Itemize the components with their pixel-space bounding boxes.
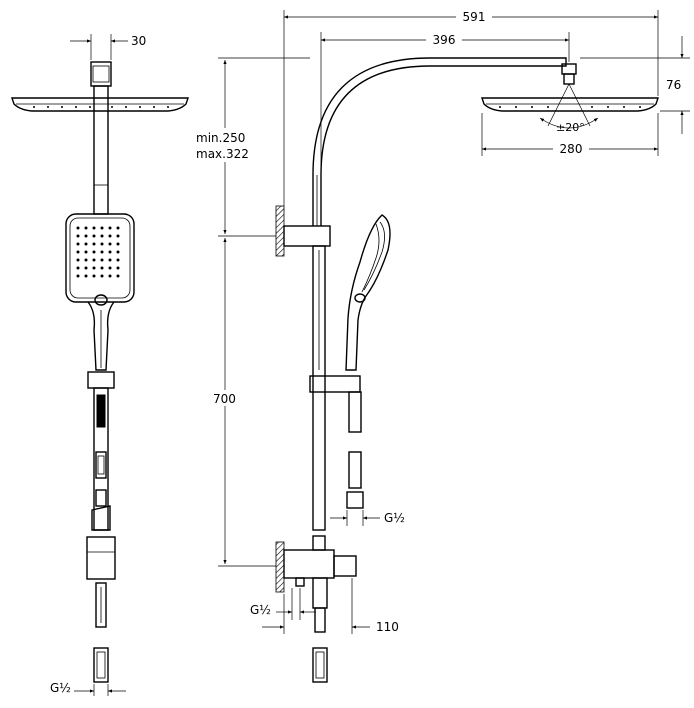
lower-wall-bracket — [275, 541, 285, 593]
side-inlet-fitting — [295, 577, 305, 587]
dimension-bar-height-label: 700 — [213, 392, 236, 406]
side-hose-nut — [346, 491, 364, 509]
front-upper-tube — [93, 85, 109, 215]
dimension-head-diameter: 280 — [481, 113, 659, 156]
dimension-head-height-label: 76 — [666, 78, 681, 92]
side-view — [275, 57, 659, 683]
dimension-wall-offset: 110 — [262, 578, 399, 634]
front-diverter-body — [86, 536, 116, 580]
side-bottom-fitting — [312, 647, 328, 683]
front-bottom-fitting — [93, 647, 109, 683]
dimension-arm-reach: 396 — [320, 31, 570, 170]
front-view — [11, 61, 189, 683]
dimension-thread-bottom-label: G½ — [50, 681, 71, 695]
dimension-thread-side: G½ — [330, 510, 405, 526]
dimension-top-width-label: 30 — [131, 34, 146, 48]
dimension-arm-reach-label: 396 — [433, 33, 456, 47]
dimension-head-height: 76 — [580, 36, 690, 134]
side-diverter-knob — [333, 555, 357, 577]
side-outlet-fitting — [312, 577, 328, 609]
front-head-nozzles — [33, 106, 169, 108]
side-diverter-body — [283, 549, 335, 579]
side-hand-shower — [345, 214, 391, 371]
dimension-total-reach-label: 591 — [463, 10, 486, 24]
dimension-adjust-max-label: max.322 — [196, 147, 249, 161]
side-hose-lower — [348, 451, 362, 489]
upper-wall-bracket — [275, 205, 285, 257]
dimension-top-width: 30 — [70, 34, 146, 60]
dimension-bar-height: 700 — [211, 238, 276, 567]
dimension-head-diameter-label: 280 — [560, 142, 583, 156]
curved-shower-arm — [312, 57, 567, 226]
upper-bar-clamp — [283, 225, 331, 247]
side-slider-holder — [309, 375, 361, 393]
dimension-thread-side-label: G½ — [384, 511, 405, 525]
dimension-total-reach: 591 — [283, 8, 659, 206]
side-overhead-shower-head — [481, 97, 659, 112]
dimension-thread-front-label: G½ — [250, 603, 271, 617]
dimension-adjust-min-label: min.250 — [196, 131, 245, 145]
dimension-thread-bottom: G½ — [50, 681, 126, 696]
front-selector-button — [94, 294, 108, 306]
dimension-height-adjust: min.250 max.322 — [194, 57, 310, 237]
dimension-thread-front: G½ — [250, 588, 316, 620]
dimension-head-tilt-label: ±20° — [556, 121, 585, 134]
side-vertical-bar — [312, 245, 326, 531]
front-overhead-shower-head — [11, 97, 189, 112]
dimension-wall-offset-label: 110 — [376, 620, 399, 634]
front-hand-shower-head — [65, 213, 135, 303]
front-hose — [95, 582, 107, 628]
front-ceiling-connector — [90, 61, 112, 87]
side-hose-upper — [348, 391, 362, 433]
dimension-head-tilt: ±20° — [539, 83, 599, 134]
front-hand-shower-nozzles — [76, 226, 120, 278]
front-slider-holder — [87, 371, 115, 389]
front-hand-shower-handle — [87, 301, 115, 371]
